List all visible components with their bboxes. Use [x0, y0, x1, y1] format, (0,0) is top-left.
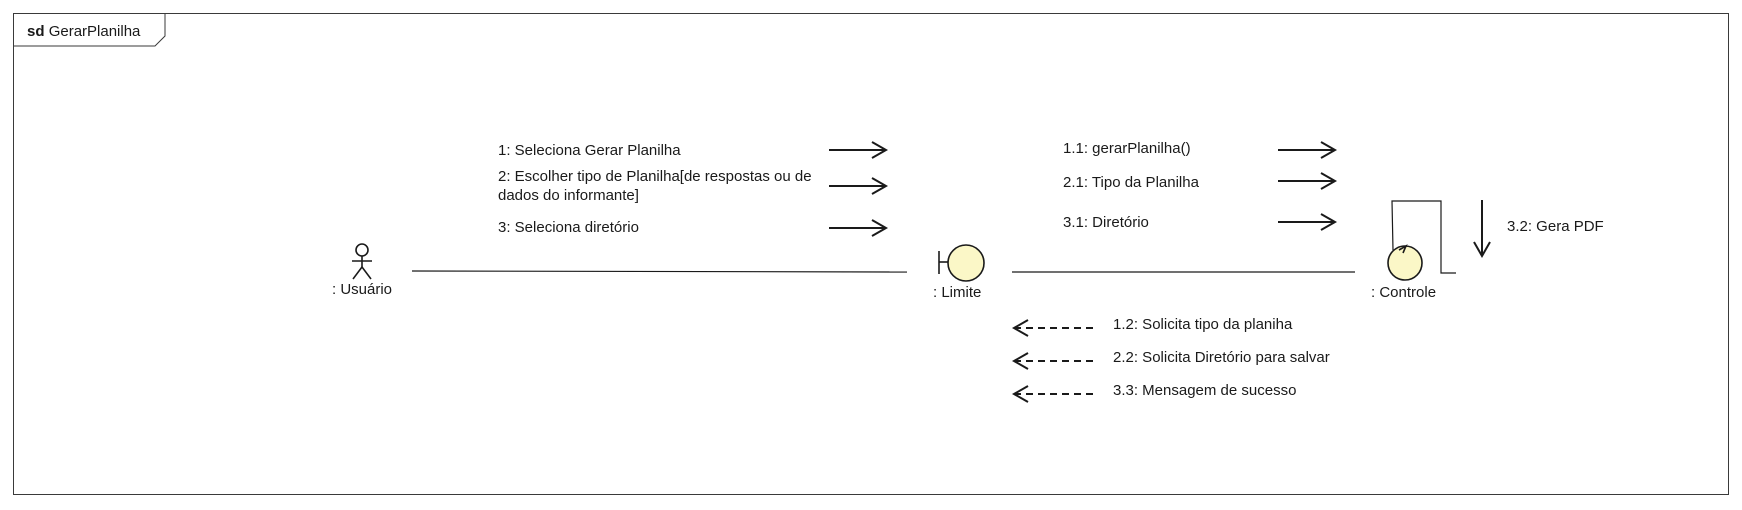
- message-3: 3: Seleciona diretório: [498, 219, 639, 236]
- control-label: : Controle: [1371, 284, 1437, 301]
- arrow-m3-2: [1473, 200, 1491, 259]
- message-3-3: 3.3: Mensagem de sucesso: [1113, 382, 1297, 399]
- message-1-1: 1.1: gerarPlanilha(): [1063, 140, 1191, 157]
- message-1: 1: Seleciona Gerar Planilha: [498, 142, 681, 159]
- frame-title: sd GerarPlanilha: [27, 22, 140, 41]
- arrow-m1-2: [1011, 319, 1098, 337]
- self-link-control: [1391, 200, 1456, 274]
- message-2-1: 2.1: Tipo da Planilha: [1063, 174, 1199, 191]
- arrow-m3-1: [1278, 213, 1338, 231]
- actor-label: : Usuário: [332, 281, 393, 298]
- arrow-m2-1: [1278, 172, 1338, 190]
- diagram-frame: [13, 13, 1729, 495]
- message-3-1: 3.1: Diretório: [1063, 214, 1149, 231]
- message-1-2: 1.2: Solicita tipo da planiha: [1113, 316, 1293, 333]
- arrow-m3-3: [1011, 385, 1098, 403]
- frame-keyword: sd: [27, 23, 45, 40]
- message-2: 2: Escolher tipo de Planilha[de resposta…: [498, 168, 812, 204]
- actor-icon: [352, 243, 372, 280]
- message-2-2: 2.2: Solicita Diretório para salvar: [1113, 349, 1330, 366]
- control-icon: [1387, 244, 1423, 281]
- link-actor-boundary: [411, 270, 908, 273]
- frame-name: GerarPlanilha: [48, 23, 141, 40]
- arrow-m3: [829, 219, 889, 237]
- arrow-m1-1: [1278, 141, 1338, 159]
- message-3-2: 3.2: Gera PDF: [1507, 218, 1604, 235]
- arrow-m2: [829, 177, 889, 195]
- arrow-m2-2: [1011, 352, 1098, 370]
- boundary-icon: [938, 244, 985, 282]
- frame-tab-border: [13, 13, 166, 47]
- boundary-label: : Limite: [933, 284, 982, 301]
- arrow-m1: [829, 141, 889, 159]
